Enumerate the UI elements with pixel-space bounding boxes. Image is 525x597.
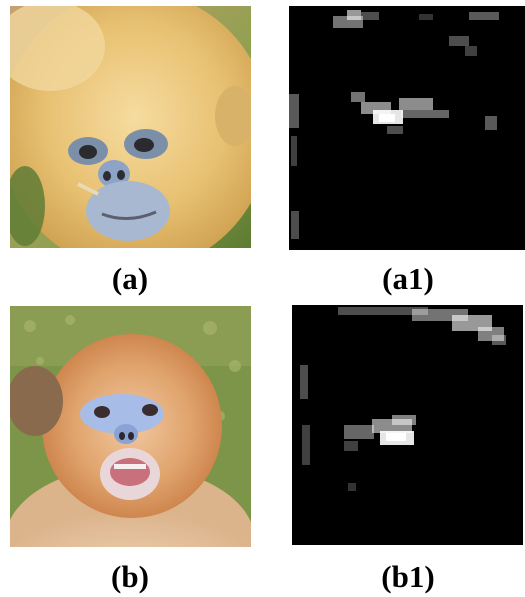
monkey-photo-b <box>10 306 251 547</box>
caption-a1: (a1) <box>382 261 434 296</box>
caption-a: (a) <box>111 261 149 296</box>
photo-panel-a <box>10 6 251 248</box>
caption-b: (b) <box>111 559 149 594</box>
monkey-photo-a <box>10 6 251 248</box>
heatmap-panel-a1 <box>289 6 525 250</box>
photo-panel-b <box>10 306 251 547</box>
caption-b1: (b1) <box>381 559 435 594</box>
attention-heatmap-a1 <box>289 6 525 250</box>
heatmap-panel-b1 <box>292 305 523 545</box>
attention-heatmap-b1 <box>292 305 523 545</box>
